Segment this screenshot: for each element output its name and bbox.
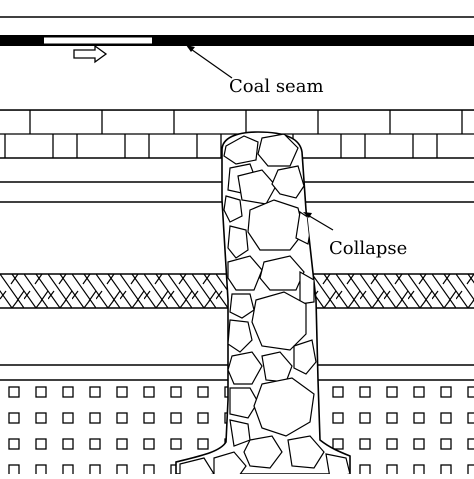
coal-seam-label: Coal seam [229,76,324,97]
collapse-leader [303,212,334,231]
rubble-blocks [179,133,350,474]
arrow-right-icon [73,44,108,64]
coal-seam [0,35,474,46]
collapse-pillar [175,131,351,475]
coal-seam-leader [186,45,233,79]
collapse-label: Collapse [329,238,407,259]
